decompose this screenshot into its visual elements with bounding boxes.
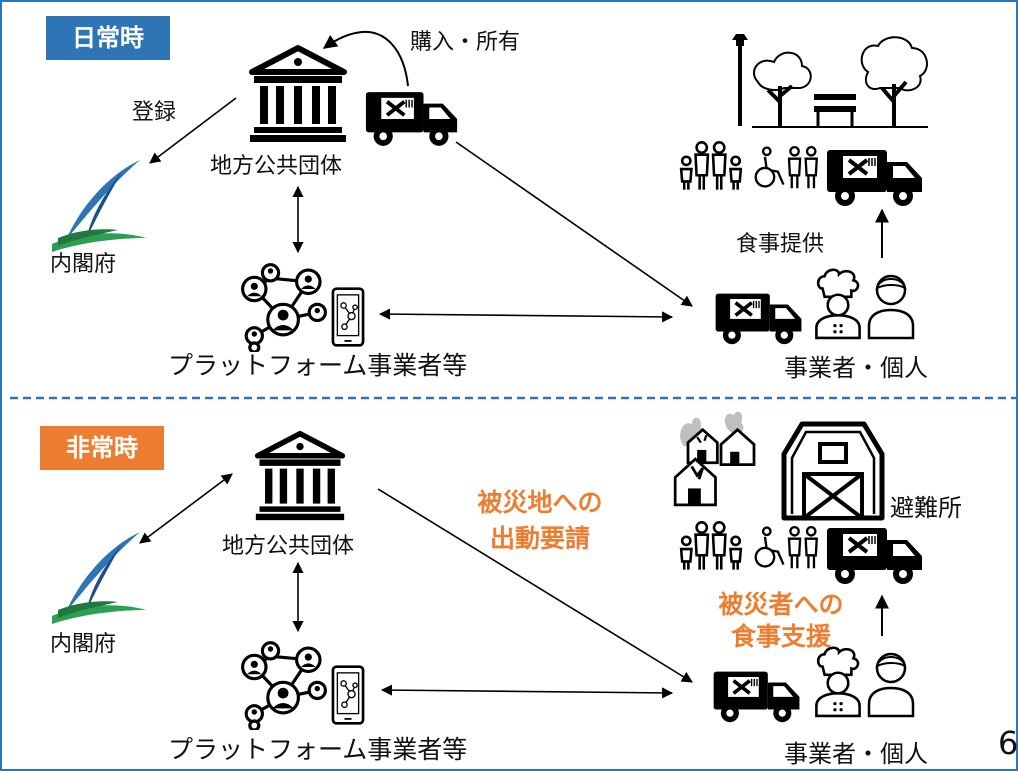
government-building-icon bbox=[256, 434, 344, 520]
food-truck-icon bbox=[827, 528, 922, 584]
register-arrow bbox=[149, 97, 237, 164]
dispatch-label-line2: 出動要請 bbox=[489, 524, 590, 553]
food-truck-icon bbox=[364, 90, 460, 148]
page-number: 6 bbox=[998, 724, 1018, 762]
food-truck-icon bbox=[711, 669, 802, 724]
register-label: 登録 bbox=[132, 100, 177, 125]
local-gov-label: 地方公共団体 bbox=[222, 534, 355, 559]
government-building-icon bbox=[250, 48, 346, 142]
platform-label: プラットフォーム事業者等 bbox=[168, 735, 468, 764]
wheelchair-icon bbox=[754, 525, 818, 570]
dispatch-arrow bbox=[377, 488, 693, 683]
emergency-badge: 非常時 bbox=[40, 426, 164, 470]
family-icon bbox=[679, 141, 743, 191]
gov-cabinet-arrow bbox=[139, 473, 233, 544]
person-icon bbox=[867, 652, 915, 718]
damaged-house-icon bbox=[673, 410, 756, 507]
shelter-label: 避難所 bbox=[890, 494, 962, 522]
chef-icon bbox=[815, 646, 861, 718]
purchase-label: 購入・所有 bbox=[410, 30, 521, 55]
platform-operator-arrow bbox=[378, 308, 674, 323]
truck-operator-arrow bbox=[455, 141, 693, 307]
person-icon bbox=[867, 274, 915, 340]
chef-icon bbox=[815, 268, 861, 340]
family-icon bbox=[679, 521, 743, 571]
dispatch-label-line1: 被災地への bbox=[477, 488, 603, 517]
support-label-line1: 被災者への bbox=[718, 590, 844, 619]
support-label-line2: 食事支援 bbox=[730, 622, 831, 651]
smartphone-icon bbox=[331, 287, 365, 347]
purchase-arrow bbox=[322, 30, 409, 87]
operator-label: 事業者・個人 bbox=[784, 740, 928, 768]
network-icon bbox=[241, 263, 327, 352]
operator-label: 事業者・個人 bbox=[784, 354, 928, 382]
food-truck-icon bbox=[827, 150, 922, 206]
platform-label: プラットフォーム事業者等 bbox=[168, 351, 468, 380]
wheelchair-icon bbox=[754, 145, 818, 190]
normal-badge: 日常時 bbox=[46, 16, 170, 60]
cabinet-office-logo-icon bbox=[52, 160, 146, 252]
food-truck-icon bbox=[713, 291, 804, 346]
network-icon bbox=[241, 641, 327, 730]
cabinet-label: 内閣府 bbox=[50, 252, 117, 277]
barn-shelter-icon bbox=[784, 424, 882, 518]
smartphone-icon bbox=[331, 665, 365, 725]
local-gov-label: 地方公共団体 bbox=[210, 154, 343, 179]
provide-meal-label: 食事提供 bbox=[736, 232, 825, 257]
platform-operator-arrow bbox=[380, 684, 674, 699]
cabinet-label: 内閣府 bbox=[50, 632, 117, 657]
park-icon bbox=[730, 32, 930, 129]
cabinet-office-logo-icon bbox=[52, 532, 146, 624]
